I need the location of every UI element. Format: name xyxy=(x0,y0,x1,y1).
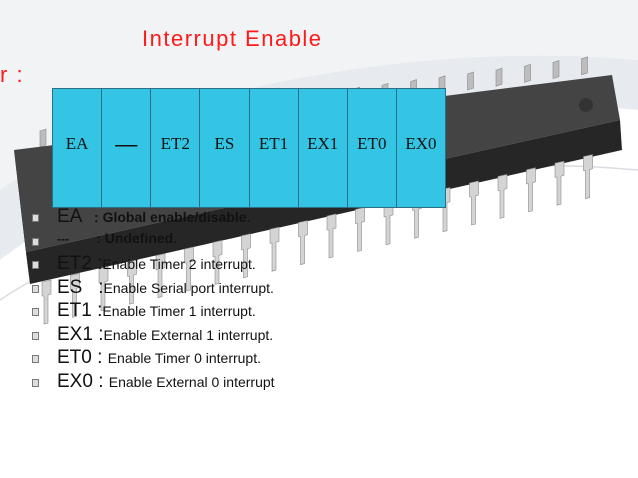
register-bit-et1: ET1 xyxy=(250,89,299,207)
bit-name: EX1 xyxy=(57,323,93,345)
register-bit-et2: ET2 xyxy=(151,89,201,207)
bullet-icon xyxy=(32,284,39,293)
bit-description: Enable External 1 interrupt xyxy=(103,326,270,343)
bit-description: Enable Timer 0 interrupt xyxy=(107,350,258,366)
chip-pin-top xyxy=(467,71,474,91)
chip-pin-bottom xyxy=(241,233,251,279)
chip-pin-bottom xyxy=(127,259,137,305)
chip-pin-top xyxy=(39,128,47,148)
bit-description: Undefined xyxy=(104,229,174,246)
register-bit-es: ES xyxy=(200,89,250,207)
slide-title: Interrupt Enable xyxy=(142,26,323,51)
chip-pin-bottom xyxy=(41,279,52,325)
ie-register-table: EA — ET2 ES ET1 EX1 ET0 EX0 xyxy=(52,88,446,208)
chip-pin-bottom xyxy=(497,174,508,219)
list-item: EX1 : Enable External 1 interrupt . xyxy=(32,324,275,348)
list-item: ET0 : Enable Timer 0 interrupt . xyxy=(32,347,275,371)
bit-separator: : xyxy=(82,209,103,225)
bit-description-tail: . xyxy=(173,229,178,246)
bit-separator: : xyxy=(92,323,104,345)
bullet-icon xyxy=(32,355,39,363)
chip-pin-bottom xyxy=(469,180,479,226)
chip-pin-bottom xyxy=(298,220,308,265)
bit-separator: : xyxy=(91,347,108,368)
bit-separator: : xyxy=(91,300,103,321)
list-item: --- : Undefined . xyxy=(32,230,275,254)
bullet-icon xyxy=(32,261,39,269)
bit-name: ET1 xyxy=(57,300,92,321)
bit-description-tail: . xyxy=(246,209,251,225)
bit-description-tail: . xyxy=(251,256,256,272)
chip-pin-top xyxy=(552,60,560,80)
bit-name: ET2 xyxy=(57,253,92,274)
bit-description-tail: . xyxy=(269,326,274,343)
chip-pin-bottom xyxy=(70,273,80,318)
chip-pin-top xyxy=(581,56,588,76)
bit-separator: : xyxy=(91,253,103,274)
bit-name: ET0 xyxy=(57,347,92,368)
chip-pin-bottom xyxy=(554,160,565,206)
slide-title-continued: r : xyxy=(0,62,25,87)
chip-pin-bottom xyxy=(212,240,223,285)
register-bit-ex0: EX0 xyxy=(405,134,437,153)
chip-pin-bottom xyxy=(583,154,593,199)
bit-name: ES xyxy=(57,276,83,298)
bit-name: --- xyxy=(57,231,69,246)
chip-pin-bottom xyxy=(326,213,337,259)
bit-separator: : xyxy=(82,276,104,298)
chip-pin-bottom xyxy=(269,226,280,272)
bullet-icon xyxy=(32,214,39,222)
bit-description: Enable Timer 2 interrupt xyxy=(102,256,252,272)
list-item: ES : Enable Serial port interrupt . xyxy=(32,277,275,301)
list-item: EA : Global enable/disable . xyxy=(32,206,275,230)
bit-separator: : xyxy=(69,229,105,246)
register-bit-ex1: EX1 xyxy=(299,89,348,207)
bit-description: Enable External 0 interrupt xyxy=(108,373,275,390)
bit-name: EA xyxy=(57,206,83,227)
bit-description-tail: . xyxy=(251,303,256,319)
chip-pin-bottom xyxy=(184,246,194,292)
chip-pin-bottom xyxy=(355,207,365,252)
bit-name: EX0 xyxy=(57,370,93,392)
chip-pin-bottom xyxy=(155,253,166,298)
bullet-icon xyxy=(32,378,39,387)
chip-pin-bottom xyxy=(98,266,109,312)
bit-description-list: EA : Global enable/disable . --- : Undef… xyxy=(32,206,275,394)
bit-description: Enable Serial port interrupt xyxy=(103,279,271,296)
chip-pin-bottom xyxy=(526,167,536,213)
bit-description: Enable Timer 1 interrupt xyxy=(102,303,252,319)
bullet-icon xyxy=(32,237,39,246)
chip-pin-top xyxy=(495,67,503,87)
bit-description: Global enable/disable xyxy=(102,209,247,225)
bit-separator: : xyxy=(92,370,109,392)
register-bit-et0: ET0 xyxy=(348,89,397,207)
register-bit-ea: EA xyxy=(53,89,103,207)
chip-pin-top xyxy=(524,63,531,83)
bullet-icon xyxy=(32,331,39,340)
list-item: ET2 : Enable Timer 2 interrupt . xyxy=(32,253,275,277)
bit-description-tail: . xyxy=(270,279,274,296)
list-item: ET1 : Enable Timer 1 interrupt . xyxy=(32,300,275,324)
register-bit-undefined: — xyxy=(102,89,152,207)
bit-description-tail: . xyxy=(257,350,261,366)
bullet-icon xyxy=(32,308,39,316)
list-item: EX0 : Enable External 0 interrupt xyxy=(32,371,275,395)
